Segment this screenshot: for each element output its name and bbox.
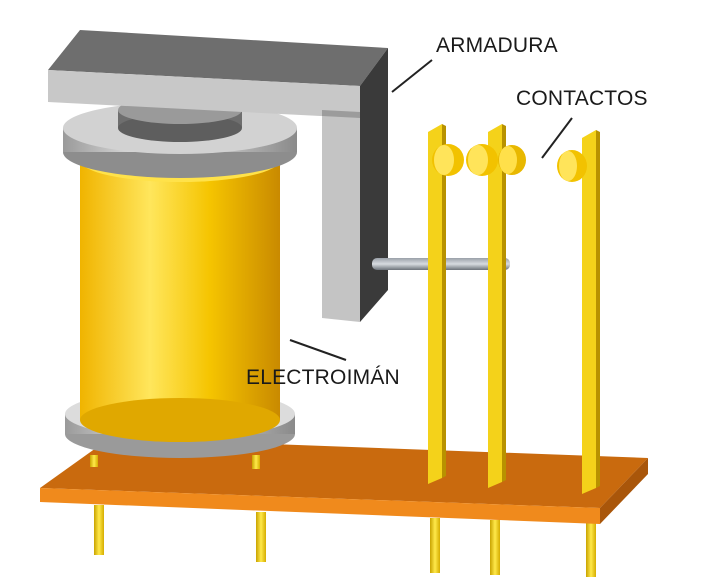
leader-electroiman — [289, 339, 347, 361]
contact-blades — [428, 124, 600, 494]
armature — [48, 30, 388, 322]
leader-contactos — [541, 117, 573, 159]
leader-armadura — [391, 59, 433, 93]
leader-lines — [289, 59, 573, 361]
coil-winding — [80, 138, 280, 442]
base-pins — [94, 505, 596, 577]
label-contactos: CONTACTOS — [516, 87, 648, 110]
contact-points — [432, 144, 587, 182]
label-armadura: ARMADURA — [436, 34, 558, 57]
label-electroiman: ELECTROIMÁN — [246, 366, 400, 389]
coil-top-flange — [63, 96, 297, 178]
